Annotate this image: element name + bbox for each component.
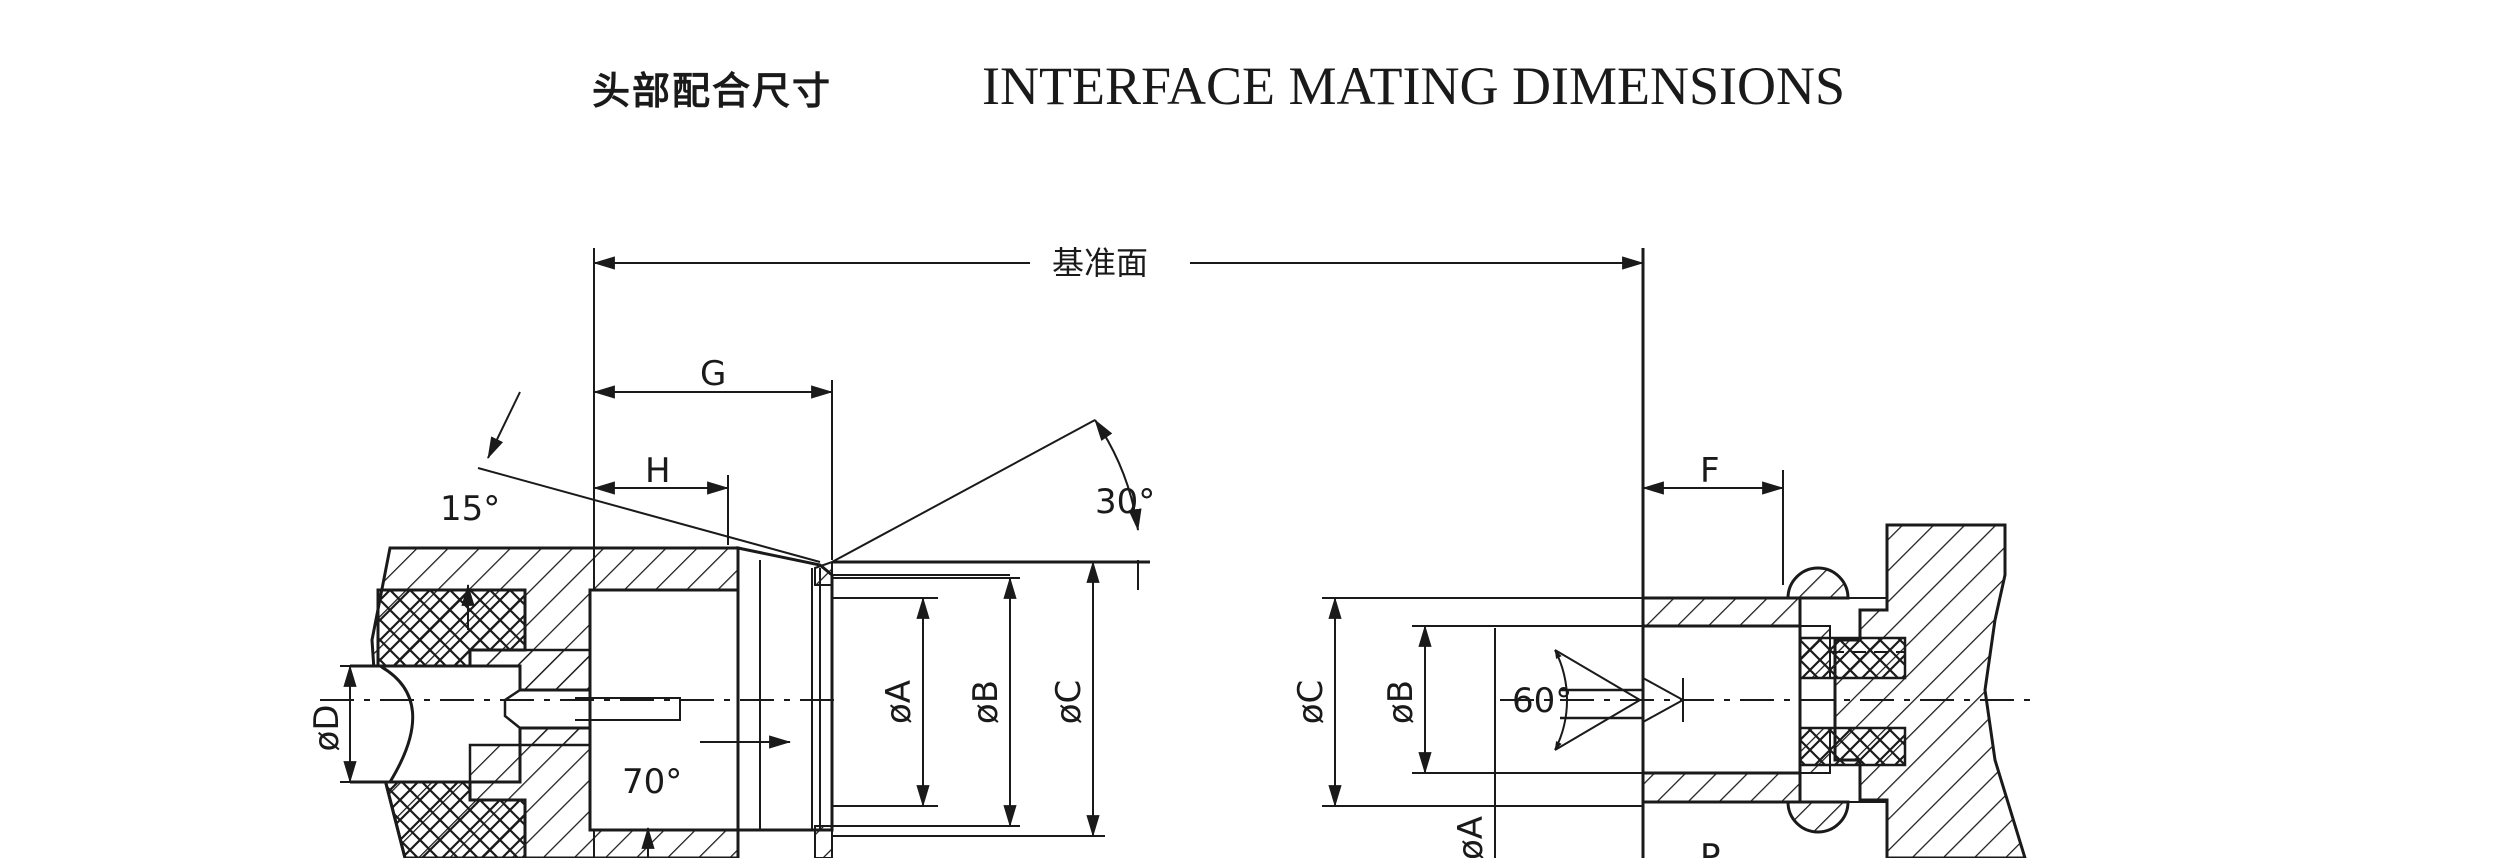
jack-dim-f: F [1700,451,1720,491]
plug-contact-hatch-low [468,726,592,784]
jack-dim-a: øA [1451,816,1491,858]
jack-housing [1833,523,2027,858]
plug-angle-70: 70° [622,762,682,802]
plug-angle-30: 30° [1095,482,1155,522]
jack-seal-top [1786,566,1850,600]
jack-pin [1560,688,1643,720]
plug-nut-hatch-top [814,560,833,586]
jack-contact-hatch-top [1799,625,1831,679]
plug-dim-c: øC [1049,680,1089,725]
jack-outer-conductor-bottom [1641,771,1802,804]
jack-contact-hatch-bottom [1799,727,1831,774]
plug-contact-slot [503,688,521,729]
plug-dim-g: G [700,354,726,394]
page-title-english: INTERFACE MATING DIMENSIONS [982,56,1845,116]
plug-contact-hatch [468,648,592,692]
jack-dim-p: P [1700,837,1721,858]
jack-outer-conductor-top [1641,596,1802,628]
plug-coupling-nut [736,546,834,832]
plug-angle-15: 15° [440,489,500,529]
jack-dim-c: øC [1291,680,1331,725]
plug-dim-a: øA [879,680,919,724]
plug-dim-d: øD [307,705,347,752]
plug-section: G H 15° 30° 70° øD øA øB [307,354,1155,858]
reference-plane-label: 基准面 [1052,244,1148,282]
page-title-chinese: 头部配合尺寸 [592,69,833,113]
plug-dim-h: H [645,451,671,491]
jack-section: 60° F øC øB øA P [1291,451,2035,858]
plug-dim-b: øB [966,680,1006,724]
plug-nut-hatch-bottom [814,825,833,858]
jack-dim-b: øB [1381,680,1421,724]
jack-seal-bottom [1786,800,1850,834]
